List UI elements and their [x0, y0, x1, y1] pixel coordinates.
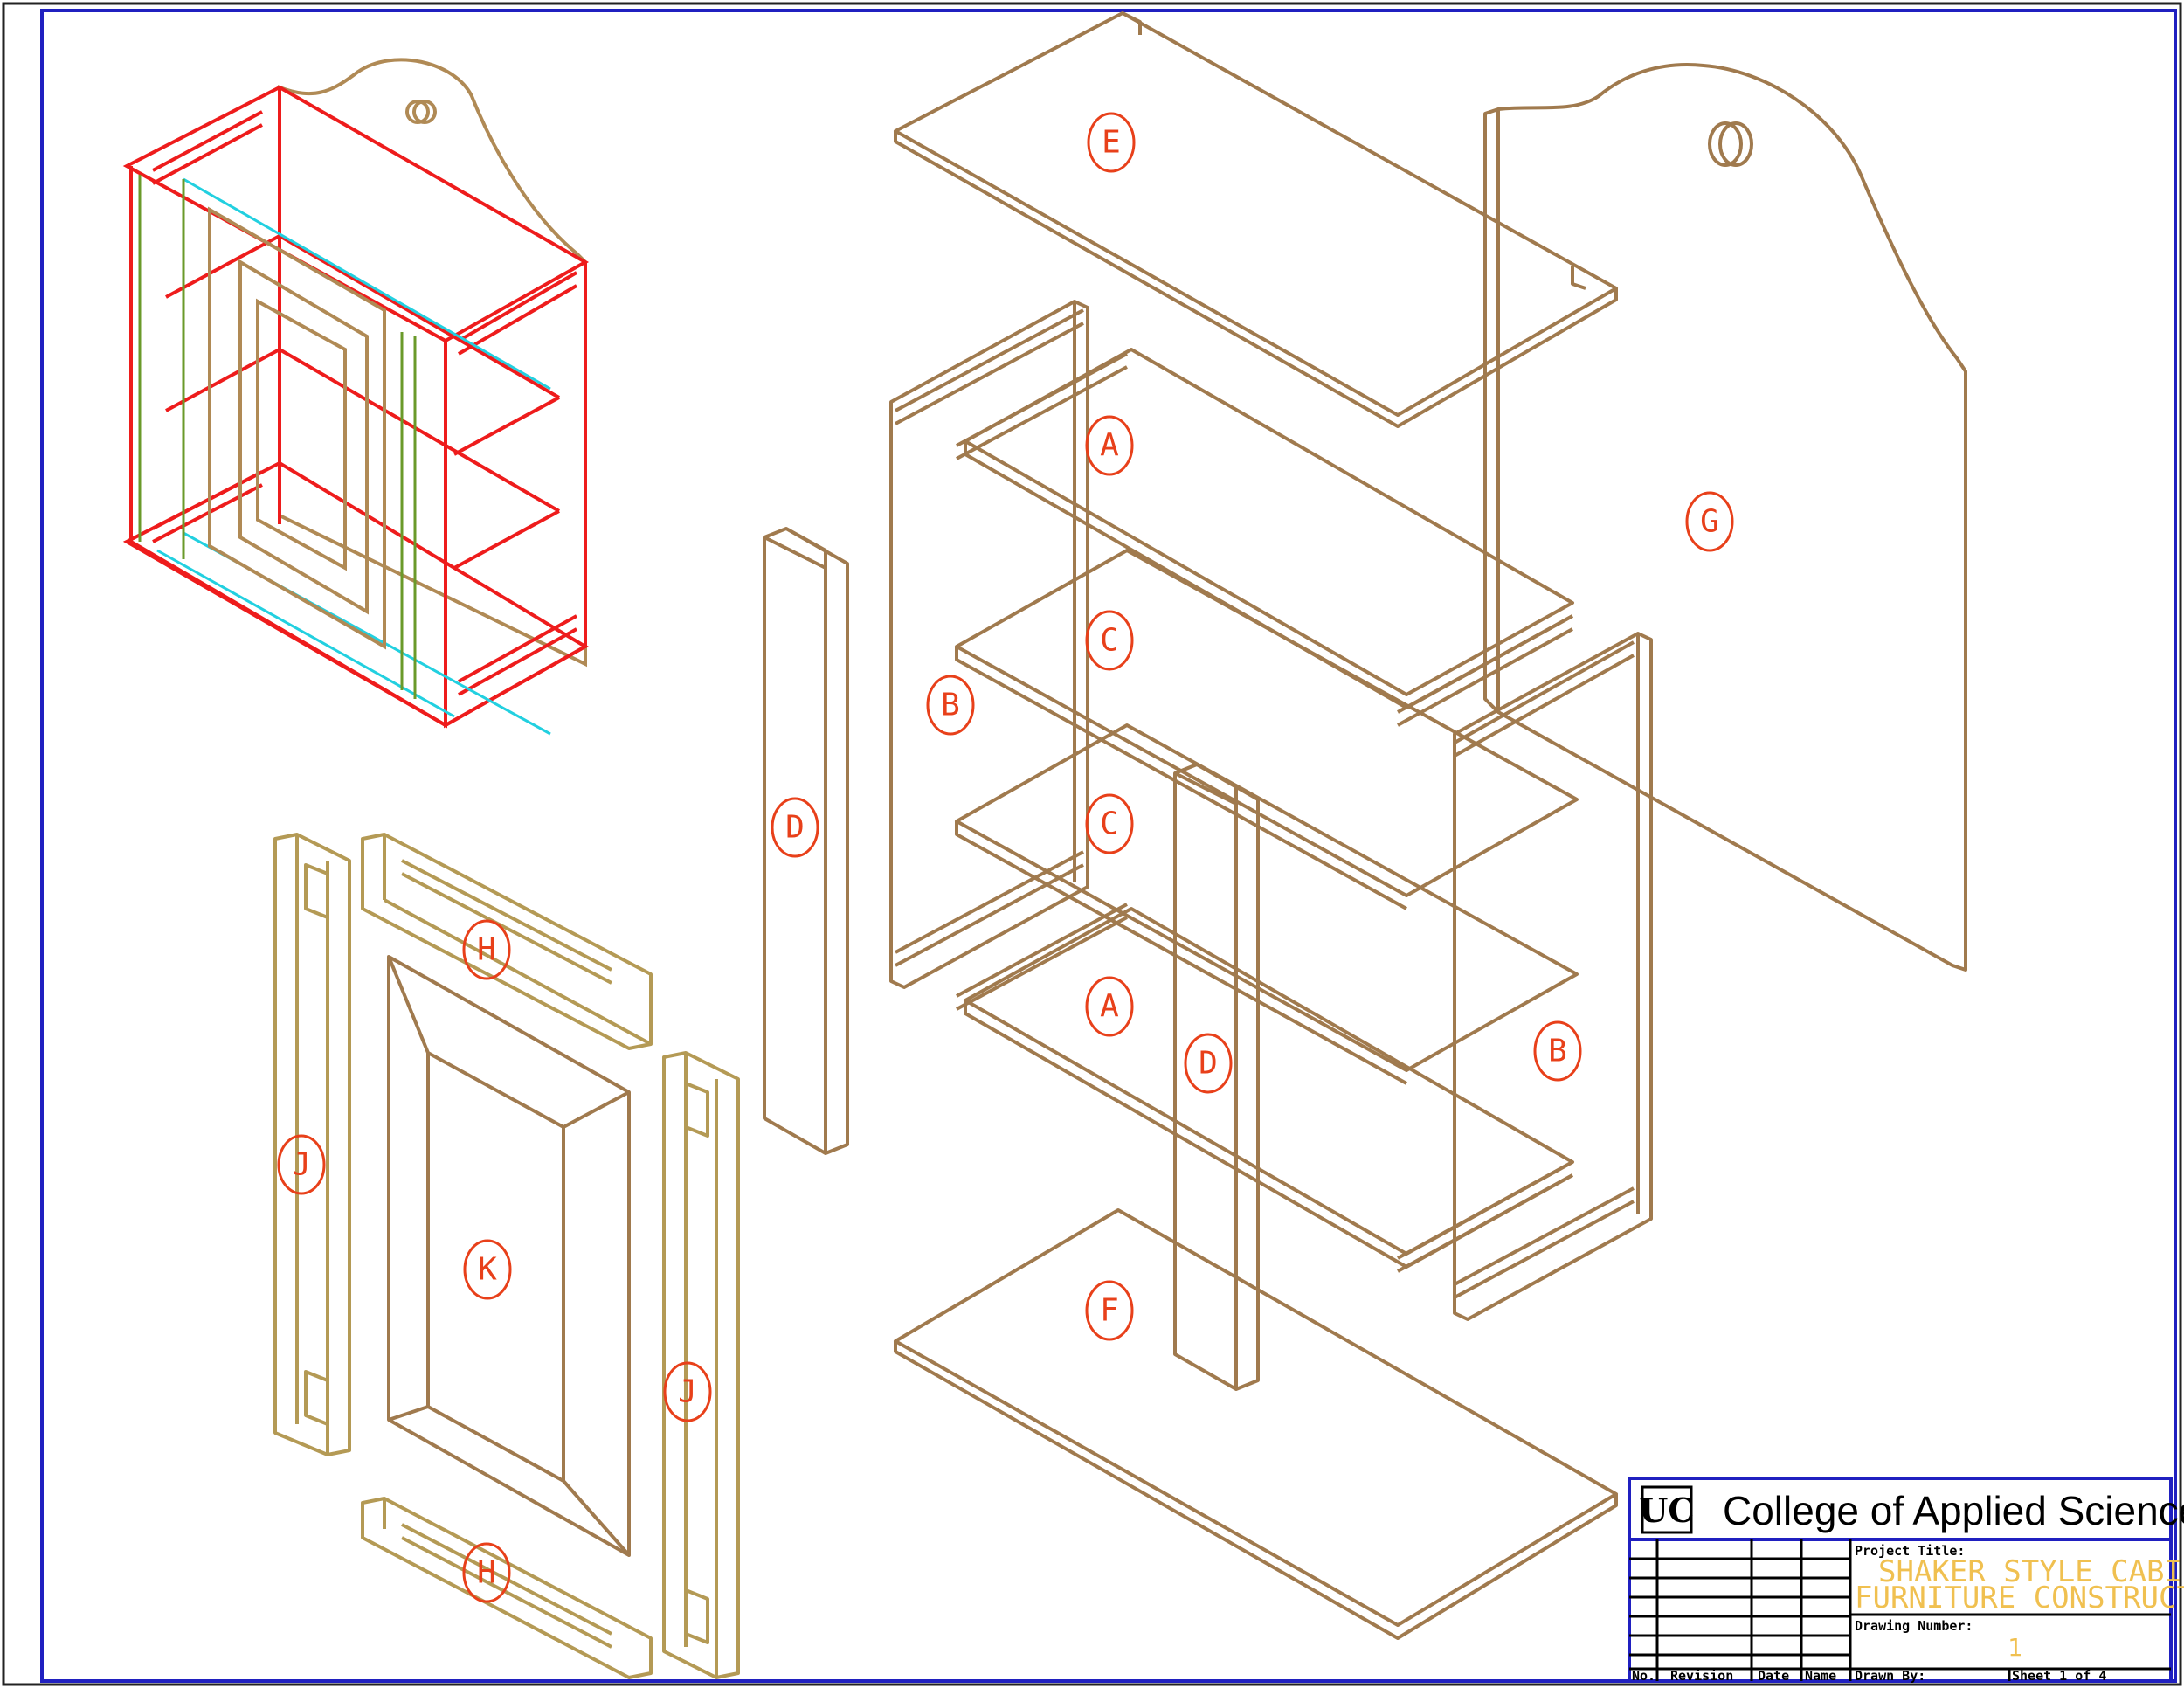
svg-text:F: F [1100, 1293, 1119, 1329]
carcass-parts [763, 11, 1967, 1640]
col-no: No. [1632, 1668, 1655, 1684]
assembled-dovetails [152, 110, 578, 696]
svg-text:B: B [941, 688, 960, 723]
svg-text:D: D [1199, 1046, 1218, 1082]
svg-text:H: H [477, 1555, 496, 1591]
project-title-line1: SHAKER STYLE CABINET [1878, 1554, 2184, 1589]
part-back-panel [1483, 63, 1967, 972]
part-face-stile-left [763, 527, 849, 1155]
balloon-F: F [1085, 1280, 1134, 1341]
assembled-carcass-front [129, 166, 447, 729]
svg-text:J: J [292, 1147, 311, 1183]
part-top-panel [894, 11, 1618, 428]
door-stile-left [273, 833, 351, 1456]
svg-text:K: K [478, 1252, 497, 1288]
svg-text:C: C [1100, 623, 1119, 659]
part-dovetails [895, 308, 1635, 1299]
svg-text:A: A [1100, 989, 1119, 1025]
balloon-A-bottom: A [1085, 976, 1134, 1037]
col-name: Name [1805, 1668, 1836, 1684]
col-revision: Revision [1670, 1668, 1733, 1684]
svg-text:B: B [1548, 1034, 1567, 1069]
balloon-callouts: E G A C B C D A D B F H J K J H [277, 112, 1734, 1603]
balloon-E: E [1087, 112, 1136, 173]
balloon-K: K [463, 1239, 512, 1300]
balloon-H-top: H [462, 919, 511, 980]
door-stile-left-tenons [304, 863, 329, 1426]
svg-text:C: C [1100, 806, 1119, 842]
title-block: UC College of Applied Science No. Revisi… [1628, 1477, 2184, 1684]
door-rail-top-tongue [401, 859, 612, 985]
svg-text:J: J [678, 1374, 697, 1410]
back-panel-hang-hole-inner [1718, 121, 1753, 167]
drawing-number: 1 [2008, 1633, 2022, 1662]
balloon-D-right: D [1184, 1033, 1233, 1094]
svg-text:E: E [1102, 125, 1121, 161]
assembled-door-panel [256, 298, 347, 571]
balloon-B-right: B [1533, 1020, 1582, 1082]
project-title-label: Project Title: [1855, 1543, 1965, 1559]
part-side-left [889, 300, 1089, 989]
assembled-back-panel [278, 58, 587, 668]
balloon-B-left: B [926, 675, 975, 736]
door-rail-top [361, 833, 653, 1050]
door-rail-bottom [361, 1497, 653, 1679]
assembled-hang-hole [405, 100, 430, 124]
balloon-J-left: J [277, 1134, 326, 1195]
part-bottom-panel [894, 1208, 1618, 1640]
assembled-carcass-top [122, 85, 590, 343]
balloon-J-right: J [663, 1361, 712, 1422]
back-panel-hang-hole [1708, 121, 1743, 167]
balloon-G: G [1685, 491, 1734, 552]
assembled-glass-lines [156, 177, 551, 736]
door-rail-bottom-tongue [401, 1523, 612, 1649]
project-title-line2: FURNITURE CONSTRUCTION [1855, 1581, 2184, 1615]
door-parts [273, 833, 740, 1679]
balloon-H-bottom: H [462, 1542, 511, 1603]
college-name: College of Applied Science [1723, 1488, 2184, 1533]
assembled-side-frames [138, 175, 417, 699]
drawing-number-label: Drawing Number: [1855, 1618, 1973, 1634]
title-block-frame [1628, 1477, 2173, 1683]
svg-text:D: D [785, 810, 805, 846]
assembled-door-frame [208, 206, 386, 650]
balloon-C-lower: C [1085, 793, 1134, 854]
drawing-border [40, 9, 2177, 1683]
part-middle-shelf-2 [955, 723, 1579, 1085]
sheet-label: Sheet 1 of 4 [2012, 1668, 2106, 1684]
svg-text:H: H [477, 932, 496, 968]
assembled-shelf-lines [165, 234, 561, 570]
svg-text:UC: UC [1639, 1491, 1694, 1530]
door-stile-right [662, 1051, 740, 1679]
col-date: Date [1758, 1668, 1789, 1684]
assembled-carcass-bottom [122, 460, 589, 728]
svg-text:G: G [1700, 504, 1719, 540]
balloon-C-upper: C [1085, 610, 1134, 671]
svg-text:A: A [1100, 428, 1119, 464]
assembled-cabinet-view [122, 58, 590, 736]
balloon-D-left: D [771, 797, 819, 858]
door-raised-panel-field [387, 956, 631, 1557]
door-stile-right-tenons [684, 1082, 709, 1644]
part-middle-shelf-1 [955, 549, 1579, 910]
drawn-by-label: Drawn By: [1855, 1668, 1925, 1684]
assembled-hang-hole-inner [412, 100, 437, 124]
balloon-A-top: A [1085, 415, 1134, 476]
revision-table [1629, 1539, 2171, 1681]
uc-logo: UC [1639, 1485, 1695, 1534]
part-side-right [1453, 632, 1653, 1321]
